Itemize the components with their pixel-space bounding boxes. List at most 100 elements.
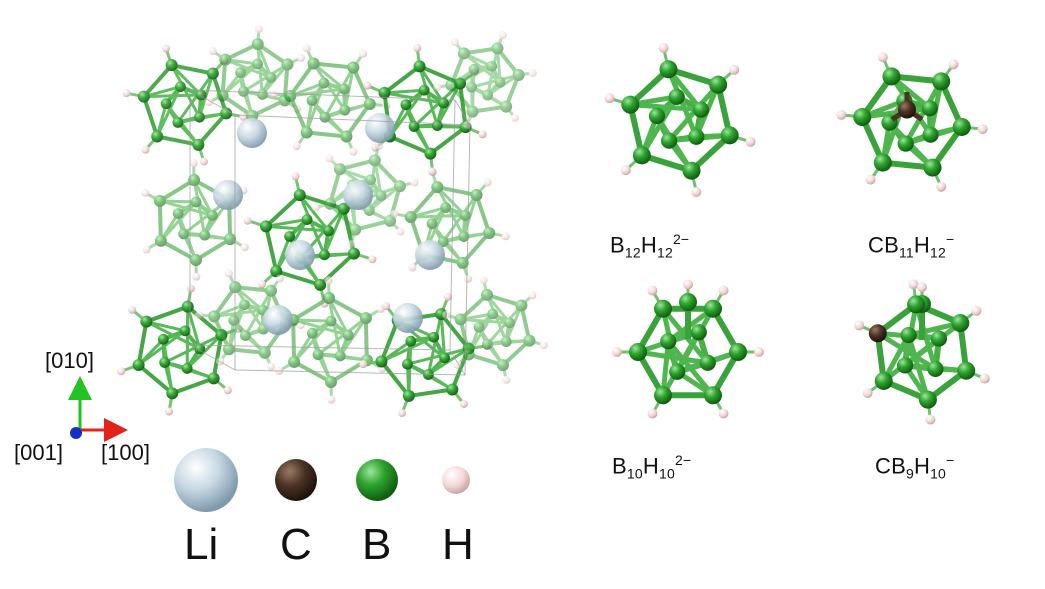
boron-atom <box>466 105 479 118</box>
boron-atom <box>470 189 483 202</box>
hydrogen-atom <box>854 320 865 331</box>
boron-atom <box>688 128 705 145</box>
boron-atom <box>157 333 169 345</box>
boron-atom <box>160 98 172 110</box>
bond <box>170 63 201 119</box>
axis-010-label: [010] <box>45 348 94 373</box>
boron-atom <box>930 330 948 347</box>
hydrogen-atom <box>254 25 263 34</box>
bond <box>665 338 716 398</box>
boron-atom <box>340 130 353 143</box>
legend-h-sphere <box>442 466 470 494</box>
bond <box>298 193 326 257</box>
hydrogen-atom <box>142 245 151 254</box>
boron-atom <box>504 317 515 329</box>
boron-atom <box>446 383 459 396</box>
hydrogen-atom <box>925 414 936 425</box>
bond <box>192 178 207 237</box>
hydrogen-atom <box>297 53 306 62</box>
hydrogen-atom <box>374 141 383 150</box>
hydrogen-atom <box>195 310 204 319</box>
hydrogen-atom <box>189 159 198 168</box>
boron-atom <box>384 214 397 227</box>
boron-atom <box>300 126 313 139</box>
hydrogen-atom <box>368 255 377 264</box>
boron-atom <box>324 197 337 210</box>
axis-001-dot <box>70 427 82 439</box>
boron-atom <box>853 108 872 127</box>
hydrogen-atom <box>359 360 368 369</box>
hydrogen-atom <box>311 203 320 212</box>
cell-edge <box>189 344 236 371</box>
label-cb11h12: CB11H12− <box>868 231 955 261</box>
lithium-ion <box>393 303 423 333</box>
cell-edge <box>449 99 456 351</box>
bond <box>144 304 190 324</box>
hydrogen-atom <box>836 109 847 120</box>
bond <box>288 94 309 135</box>
lithium-ion <box>213 180 243 210</box>
hydrogen-atom <box>683 279 693 290</box>
bond <box>902 320 963 368</box>
crystal-lattice-view <box>117 25 548 418</box>
label-b10h10: B10H102− <box>612 452 692 482</box>
boron-atom <box>454 313 467 326</box>
boron-atom <box>482 338 493 350</box>
hydrogen-atom <box>745 136 756 147</box>
boron-atom <box>918 390 937 409</box>
boron-atom <box>459 210 471 221</box>
carbon-atom <box>898 100 916 119</box>
bond <box>363 316 369 363</box>
hydrogen-atom <box>363 81 372 90</box>
boron-atom <box>418 84 430 96</box>
hydrogen-atom <box>141 145 150 154</box>
boron-atom <box>368 154 381 167</box>
boron-atom <box>307 57 320 70</box>
boron-atom <box>132 358 145 371</box>
boron-atom <box>424 147 437 160</box>
bond <box>211 333 224 381</box>
boron-atom <box>323 225 334 237</box>
hydrogen-atom <box>658 42 669 53</box>
bond <box>212 314 231 352</box>
boron-atom <box>481 288 494 301</box>
bond <box>176 72 215 125</box>
lattice-cage <box>359 292 491 418</box>
boron-atom <box>692 101 710 118</box>
bond <box>406 387 455 398</box>
bond <box>435 185 479 198</box>
bond <box>158 199 214 217</box>
boron-atom <box>654 386 672 405</box>
bond <box>169 63 215 76</box>
hydrogen-atom <box>501 232 510 241</box>
bond <box>157 198 163 243</box>
boron-atom <box>240 330 251 341</box>
hydrogen-atom <box>199 157 208 166</box>
bond <box>316 316 368 357</box>
bond <box>155 134 201 147</box>
hydrogen-atom <box>936 181 947 192</box>
boron-atom <box>251 38 264 51</box>
boron-atom <box>500 100 513 113</box>
boron-atom <box>629 343 647 361</box>
boron-atom <box>207 210 218 221</box>
boron-atom <box>720 126 739 145</box>
boron-atom <box>690 324 707 341</box>
boron-atom <box>704 299 722 318</box>
cell-edge <box>234 369 466 376</box>
boron-atom <box>458 231 470 242</box>
boron-atom <box>325 315 337 327</box>
bond <box>291 296 332 322</box>
boron-atom <box>342 329 354 341</box>
hydrogen-atom <box>398 409 407 418</box>
hydrogen-atom <box>877 52 888 63</box>
hydrogen-atom <box>349 147 358 156</box>
boron-atom <box>682 161 701 180</box>
bond <box>288 87 346 98</box>
boron-atom <box>679 293 697 311</box>
bond <box>274 269 323 287</box>
hydrogen-atom <box>862 388 873 399</box>
boron-atom <box>500 336 512 348</box>
boron-atom <box>921 100 938 117</box>
hydrogen-atom <box>528 68 537 77</box>
